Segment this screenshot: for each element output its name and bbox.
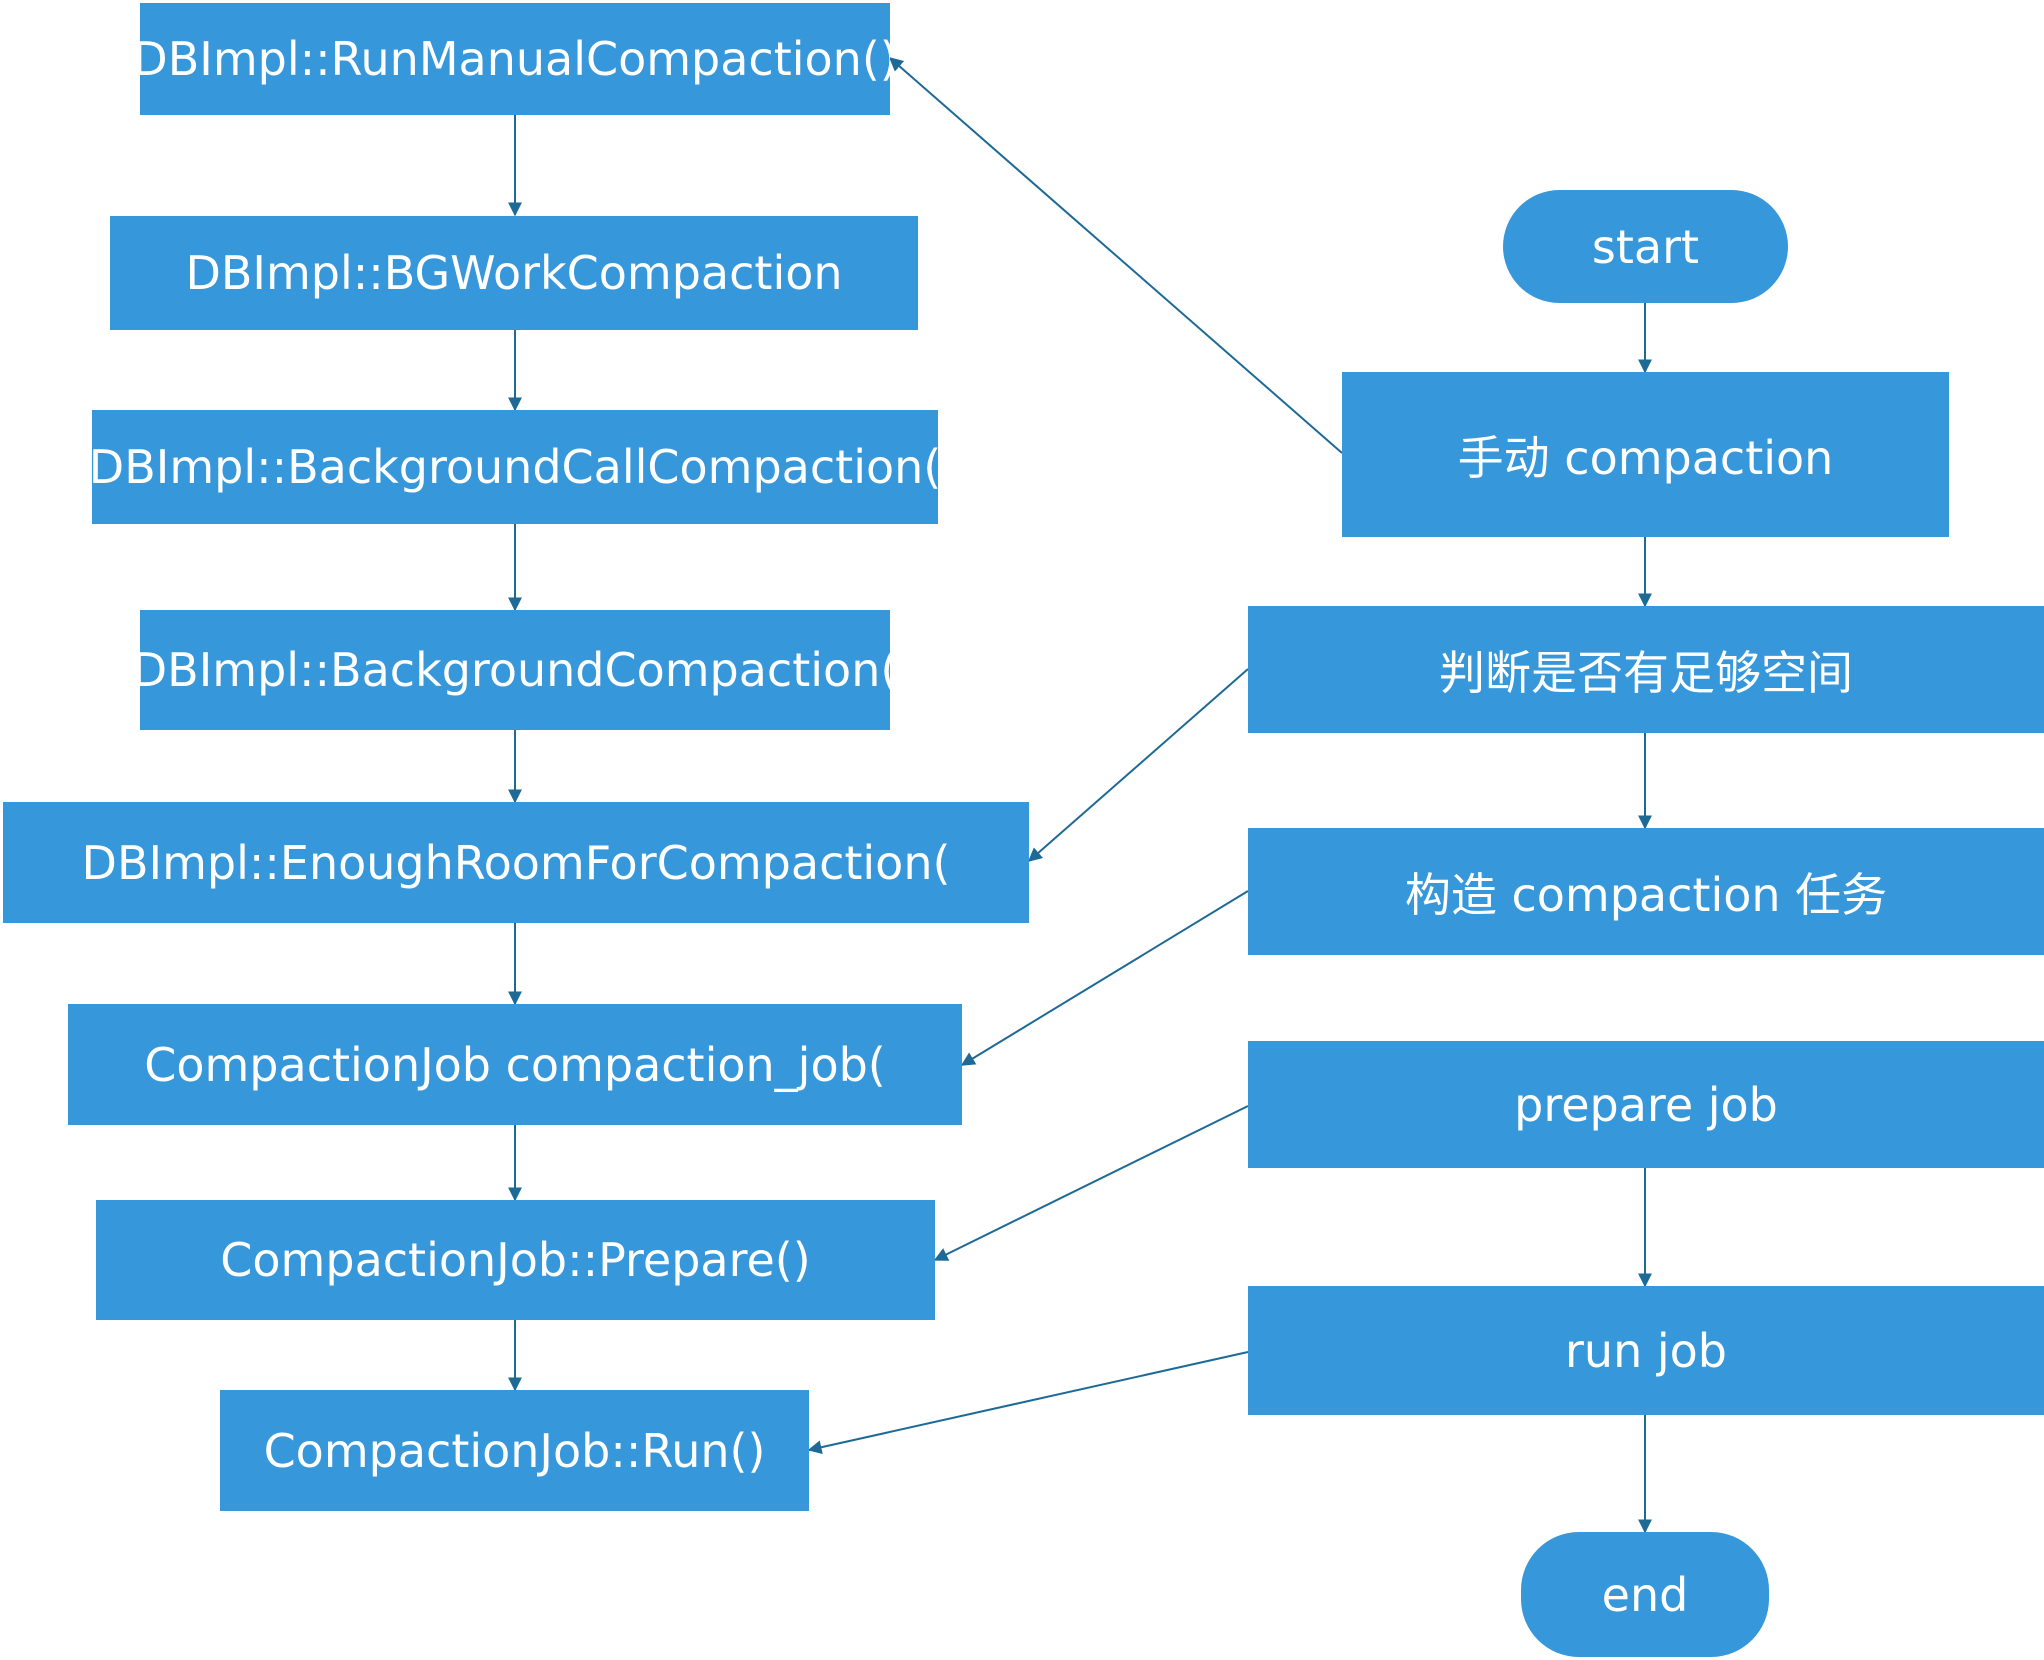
- node-end: end: [1521, 1532, 1769, 1657]
- node-label: DBImpl::BackgroundCallCompaction(: [92, 440, 938, 494]
- node-compaction-job-prepare: CompactionJob::Prepare(): [96, 1200, 935, 1320]
- node-label: 判断是否有足够空间: [1439, 645, 1853, 700]
- node-background-compaction: DBImpl::BackgroundCompaction(: [140, 610, 890, 730]
- node-label: DBImpl::BGWorkCompaction: [185, 246, 843, 300]
- edge-cross-run: [807, 1351, 1249, 1455]
- edge-cross-construct: [960, 890, 1249, 1066]
- edge-cross-manual: [888, 57, 1343, 454]
- node-background-call-compaction: DBImpl::BackgroundCallCompaction(: [92, 410, 938, 524]
- node-label: prepare job: [1514, 1077, 1778, 1132]
- node-label: 构造 compaction 任务: [1404, 867, 1888, 922]
- node-enough-room-for-compaction: DBImpl::EnoughRoomForCompaction(: [3, 802, 1029, 923]
- node-label: 手动 compaction: [1457, 430, 1834, 485]
- node-run-manual-compaction: DBImpl::RunManualCompaction(): [140, 3, 890, 115]
- node-label: CompactionJob::Run(): [263, 1423, 766, 1478]
- node-label: CompactionJob compaction_job(: [144, 1037, 886, 1092]
- node-label: DBImpl::RunManualCompaction(): [140, 32, 890, 86]
- node-check-space: 判断是否有足够空间: [1248, 606, 2044, 733]
- node-compaction-job-run: CompactionJob::Run(): [220, 1390, 809, 1511]
- node-manual-compaction: 手动 compaction: [1342, 372, 1949, 537]
- node-label: end: [1601, 1567, 1689, 1622]
- node-label: run job: [1565, 1323, 1727, 1378]
- edge-cross-prepare: [933, 1105, 1249, 1261]
- node-label: CompactionJob::Prepare(): [220, 1233, 811, 1287]
- node-bg-work-compaction: DBImpl::BGWorkCompaction: [110, 216, 918, 330]
- node-construct-task: 构造 compaction 任务: [1248, 828, 2044, 955]
- node-label: start: [1591, 219, 1700, 274]
- node-start: start: [1503, 190, 1788, 303]
- node-run-job: run job: [1248, 1286, 2044, 1415]
- edge-cross-space: [1027, 668, 1249, 862]
- node-compaction-job-ctor: CompactionJob compaction_job(: [68, 1004, 962, 1125]
- node-prepare-job: prepare job: [1248, 1041, 2044, 1168]
- node-label: DBImpl::BackgroundCompaction(: [140, 643, 890, 697]
- node-label: DBImpl::EnoughRoomForCompaction(: [81, 835, 951, 890]
